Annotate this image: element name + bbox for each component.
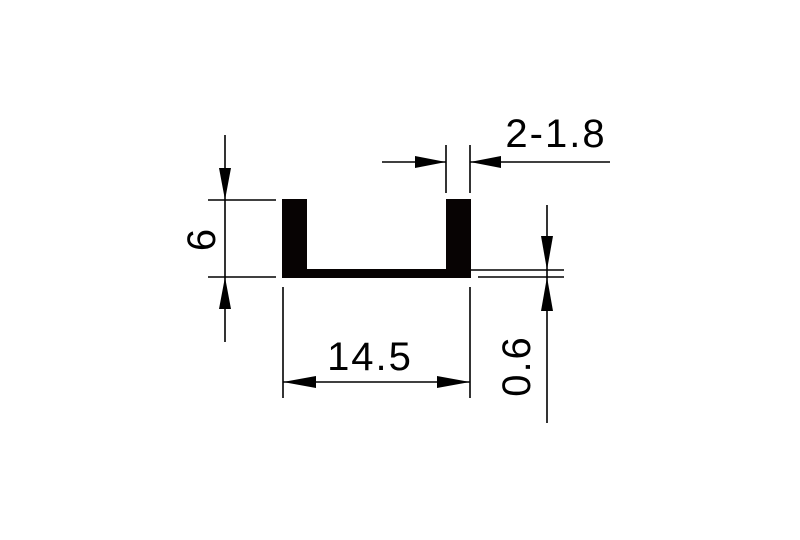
arrow-down-icon — [541, 236, 553, 270]
width-label: 14.5 — [327, 335, 413, 379]
arrow-right-icon — [415, 156, 446, 168]
arrow-up-icon — [541, 277, 553, 311]
u-channel-profile — [282, 199, 471, 278]
arrow-left-icon — [470, 156, 501, 168]
arrow-up-icon — [219, 277, 231, 309]
arrow-left-icon — [283, 376, 316, 388]
arrow-right-icon — [437, 376, 470, 388]
base-thickness-label: 0.6 — [495, 335, 539, 397]
wall-thickness-label: 2-1.8 — [505, 112, 606, 156]
height-label: 6 — [180, 229, 224, 251]
arrow-down-icon — [219, 168, 231, 200]
